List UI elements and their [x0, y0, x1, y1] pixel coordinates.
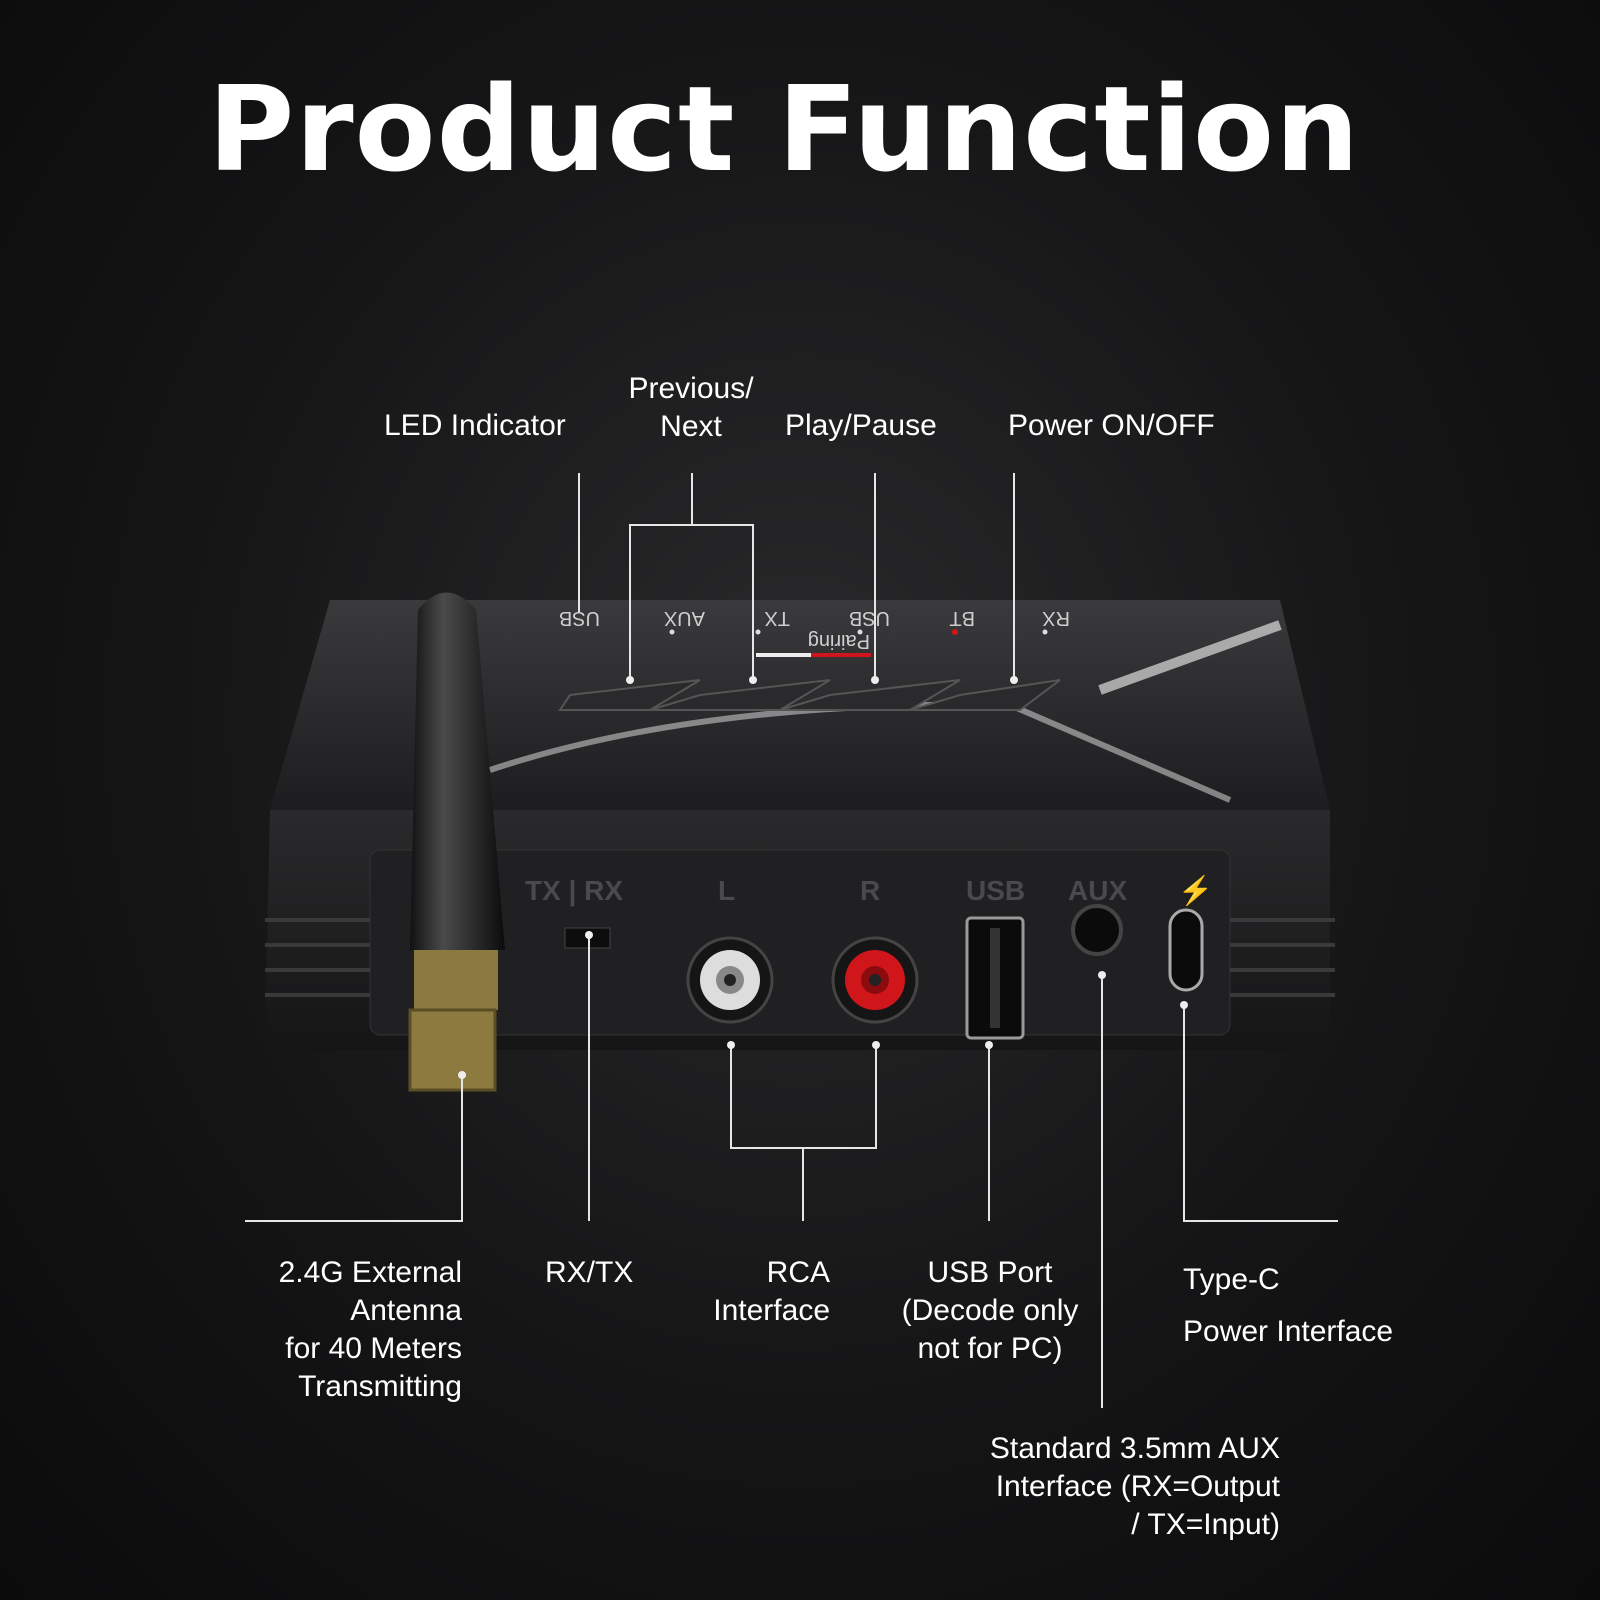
- aux-label: AUX: [1068, 875, 1127, 906]
- callout-led-indicator: LED Indicator: [384, 409, 566, 442]
- callout-type-c: Type-C Power Interface: [1183, 1254, 1393, 1358]
- bt-led: [952, 629, 958, 635]
- page-title: Product Function: [207, 60, 1361, 198]
- rca-left-jack: [686, 936, 774, 1024]
- vent-left: [265, 918, 370, 997]
- callout-play-pause: Play/Pause: [785, 409, 937, 442]
- pairing-label: Pairing: [808, 630, 870, 652]
- led-label: AUX: [664, 607, 705, 629]
- top-led-labels: USB AUX TX USB BT RX Pairing: [559, 607, 1070, 657]
- led-label: RX: [1042, 607, 1070, 629]
- callout-line: 2.4G External: [278, 1256, 462, 1289]
- callout-line: Interface (RX=Output: [995, 1470, 1280, 1503]
- antenna: [408, 592, 505, 1092]
- callout-line: Previous/: [628, 372, 754, 405]
- top-buttons: [558, 679, 1061, 711]
- callout-line: Antenna: [350, 1294, 462, 1327]
- rca-left-label: L: [718, 875, 735, 906]
- callout-line: not for PC): [917, 1332, 1063, 1365]
- callout-rca: RCA Interface: [680, 1254, 830, 1330]
- callout-line: USB Port: [927, 1256, 1053, 1289]
- callout-line: Standard 3.5mm AUX: [989, 1432, 1280, 1465]
- usb-label: USB: [966, 875, 1025, 906]
- callout-line: (Decode only: [901, 1294, 1079, 1327]
- led-label: TX: [764, 607, 790, 629]
- led-label: BT: [949, 607, 975, 629]
- callout-line: Transmitting: [298, 1370, 462, 1403]
- callout-rx-tx: RX/TX: [545, 1256, 634, 1289]
- aux-jack: [1071, 904, 1123, 956]
- callout-line: for 40 Meters: [285, 1332, 462, 1365]
- type-c-port: [1168, 908, 1204, 992]
- power-button: [909, 679, 1061, 711]
- callout-usb-port: USB Port (Decode only not for PC): [880, 1254, 1100, 1368]
- callout-previous-next: Previous/Next: [616, 370, 766, 446]
- callout-line: Next: [660, 410, 722, 443]
- callout-power: Power ON/OFF: [1008, 409, 1215, 442]
- leader-lines: [245, 473, 1338, 1408]
- switch-label: TX | RX: [525, 875, 623, 906]
- callout-line: / TX=Input): [1131, 1508, 1280, 1541]
- rca-right-jack: [831, 936, 919, 1024]
- vent-right: [1230, 918, 1335, 997]
- led-label: USB: [849, 607, 890, 629]
- power-label: ⚡: [1178, 874, 1213, 907]
- callout-aux: Standard 3.5mm AUX Interface (RX=Output / …: [945, 1430, 1280, 1544]
- callout-line: RCA: [766, 1256, 830, 1289]
- callout-line: Interface: [713, 1294, 830, 1327]
- callout-line: Power Interface: [1183, 1315, 1394, 1348]
- rca-right-label: R: [860, 875, 880, 906]
- callout-line: Type-C: [1183, 1263, 1280, 1296]
- led-label: USB: [559, 607, 600, 629]
